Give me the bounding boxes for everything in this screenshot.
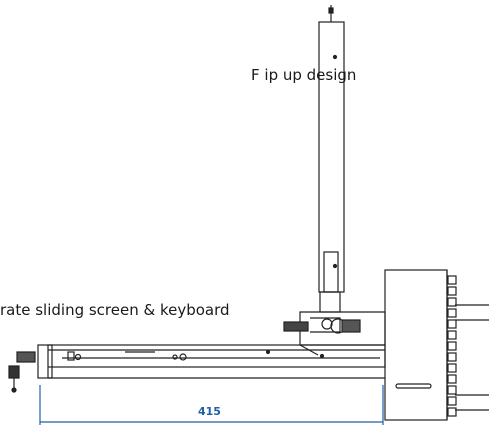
- dimension-value: 415: [198, 405, 221, 418]
- flip-up-design-label: F ip up design: [251, 66, 357, 84]
- sliding-rail: [47, 344, 386, 379]
- rack-box: [384, 269, 448, 421]
- dimension-415: [39, 385, 384, 425]
- rack-holes: [447, 275, 457, 417]
- separate-sliding-label: rate sliding screen & keyboard: [0, 301, 230, 319]
- left-end-bracket: [8, 344, 53, 393]
